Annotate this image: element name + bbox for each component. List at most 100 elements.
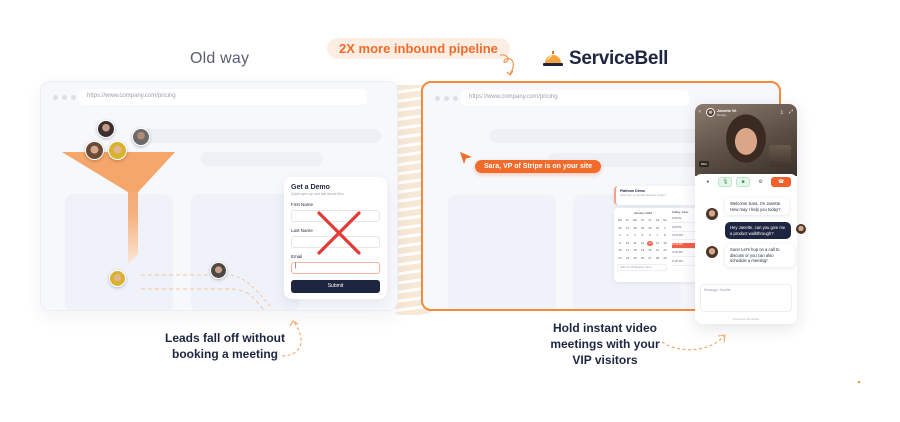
agent-avatar xyxy=(706,208,718,220)
email-label: Email xyxy=(291,254,303,259)
time-slot[interactable]: 11:30 PM xyxy=(672,260,706,266)
back-icon[interactable]: ‹ xyxy=(699,109,701,115)
calendar-day[interactable]: 9 xyxy=(619,240,621,245)
message-input[interactable]: Message Janette xyxy=(700,284,792,312)
minimize-icon[interactable]: ⤓ xyxy=(780,109,783,115)
window-controls xyxy=(53,95,76,100)
meeting-scheduler: Platform Demo Quick sync up and talk abo… xyxy=(614,186,709,282)
calendar-day[interactable]: 1 xyxy=(664,225,666,230)
calendar-day-selected[interactable]: 13 xyxy=(647,240,653,246)
calendar-day[interactable]: 26 xyxy=(618,225,622,230)
servicebell-caption: Hold instant video meetings with your VI… xyxy=(540,320,670,368)
timezone-select[interactable]: GMT+07:00 Bangkok, Hanoi xyxy=(617,263,667,271)
brand-name: ServiceBell xyxy=(569,48,669,69)
caption-line: Hold instant video xyxy=(552,321,657,335)
calendar-day[interactable]: 7 xyxy=(656,233,659,237)
self-view-thumbnail xyxy=(769,145,791,167)
time-slot[interactable]: 9:30 PM xyxy=(672,226,706,232)
servicebell-logo: ServiceBell xyxy=(543,48,668,70)
weekday: Su xyxy=(663,218,667,222)
weekday: Th xyxy=(640,218,645,222)
calendar-day[interactable]: 14 xyxy=(655,240,660,245)
calendar-day[interactable]: 27 xyxy=(625,225,630,230)
calendar-day[interactable]: 5 xyxy=(641,233,644,237)
calendar-day[interactable]: 19 xyxy=(640,248,645,252)
calendar-day[interactable]: 16 xyxy=(618,248,622,252)
window-controls xyxy=(435,96,458,101)
recording-badge: REC xyxy=(699,161,710,167)
scheduler-subtitle: Quick sync up and talk about our product xyxy=(620,194,666,197)
bell-icon xyxy=(543,51,563,66)
funnel-icon xyxy=(62,152,175,264)
placeholder-card xyxy=(65,194,173,310)
lead-dropoff-paths xyxy=(141,274,272,310)
calendar-day[interactable]: 18 xyxy=(633,248,637,252)
calendar-day[interactable]: 22 xyxy=(663,248,667,252)
calendar-day[interactable]: 17 xyxy=(625,248,630,252)
scheduler-title: Platform Demo xyxy=(620,189,645,193)
lead-avatar xyxy=(210,262,227,279)
calendar-day[interactable]: 27 xyxy=(648,255,652,260)
caption-line: VIP visitors xyxy=(572,353,638,367)
caption-line: Leads fall off without xyxy=(165,331,285,345)
camera-icon[interactable]: ■ xyxy=(735,177,750,187)
date-header: Friday, Janu xyxy=(672,210,689,214)
calendar-day[interactable]: 26 xyxy=(640,255,645,260)
placeholder-bar xyxy=(489,129,729,143)
pipeline-badge: 2X more inbound pipeline xyxy=(327,38,510,59)
calendar-day[interactable]: 25 xyxy=(633,255,637,260)
calendar-month: January 2023 xyxy=(633,211,653,215)
weekday: Mo xyxy=(617,218,623,222)
chat-message-agent: Welcome Sara, I'm Janette. How may I hel… xyxy=(725,198,789,215)
calendar-day[interactable]: 11 xyxy=(633,240,637,245)
call-controls: ● 🎙 ■ ⚙ ☎ xyxy=(695,174,797,190)
calendar-day[interactable]: 24 xyxy=(625,255,630,260)
url-bar: https://www.company.com/pricing xyxy=(79,89,367,105)
calendar-day[interactable]: 30 xyxy=(648,225,652,230)
calendar-day[interactable]: 29 xyxy=(663,255,667,260)
time-slot[interactable]: 9:00 PM xyxy=(672,217,706,223)
video-feed: ‹ Janette W. Design ⤓ ⤢ REC xyxy=(695,104,797,176)
calendar-day[interactable]: 28 xyxy=(655,255,660,260)
cursor-icon xyxy=(460,152,472,164)
calendar-grid: Mo Tu We Th Fr Sa Su 26 27 28 29 30 31 1… xyxy=(617,218,706,261)
calendar-day[interactable]: 4 xyxy=(634,233,636,237)
agent-avatar xyxy=(706,108,715,117)
visitor-avatar xyxy=(795,223,807,235)
microphone-icon[interactable]: 🎙 xyxy=(718,177,733,187)
calendar-day[interactable]: 3 xyxy=(626,233,629,237)
calendar-day[interactable]: 31 xyxy=(655,225,660,230)
end-call-icon[interactable]: ☎ xyxy=(771,177,792,187)
calendar-day[interactable]: 20 xyxy=(648,248,652,252)
expand-icon[interactable]: ⤢ xyxy=(788,109,793,115)
url-bar: https://www.company.com/pricing xyxy=(461,90,689,106)
calendar-day[interactable]: 21 xyxy=(655,248,660,252)
lead-avatar xyxy=(132,128,150,146)
settings-icon[interactable]: ⚙ xyxy=(758,179,763,185)
dashed-arrow-icon xyxy=(661,334,726,351)
caption-line: meetings with your xyxy=(550,337,660,351)
calendar-day[interactable]: 10 xyxy=(625,240,630,245)
chat-message-agent: Sure! Let's hop on a call to discuss or … xyxy=(725,244,795,267)
chat-icon[interactable]: ● xyxy=(706,179,710,185)
time-slot-selected[interactable]: 10:30 PM xyxy=(672,242,706,249)
caption-line: booking a meeting xyxy=(171,347,278,361)
last-name-label: Last Name xyxy=(291,228,313,233)
calendar-day[interactable]: 29 xyxy=(640,225,645,230)
time-slots: Friday, Janu 9:00 PM 9:30 PM 10:00 PM 10… xyxy=(672,210,706,268)
calendar-day[interactable]: 6 xyxy=(649,233,651,237)
calendar-day[interactable]: 8 xyxy=(664,233,666,237)
calendar-day[interactable]: 28 xyxy=(633,225,637,230)
time-slot[interactable]: 10:00 PM xyxy=(672,234,706,240)
visitor-alert[interactable]: Sara, VP of Stripe is on your site xyxy=(475,160,602,173)
calendar-day[interactable]: 2 xyxy=(619,233,621,237)
time-slot[interactable]: 11:00 PM xyxy=(672,251,706,257)
calendar-day[interactable]: 23 xyxy=(618,255,622,260)
email-field[interactable]: | xyxy=(291,262,380,274)
demo-form-subtitle: Quick sync up and talk about Miro xyxy=(291,192,344,196)
curly-arrow-icon xyxy=(499,54,514,76)
old-way-title: Old way xyxy=(190,50,250,67)
submit-button[interactable]: Submit xyxy=(291,280,380,293)
calendar-day[interactable]: 15 xyxy=(663,240,667,245)
calendar-day[interactable]: 12 xyxy=(640,240,645,245)
